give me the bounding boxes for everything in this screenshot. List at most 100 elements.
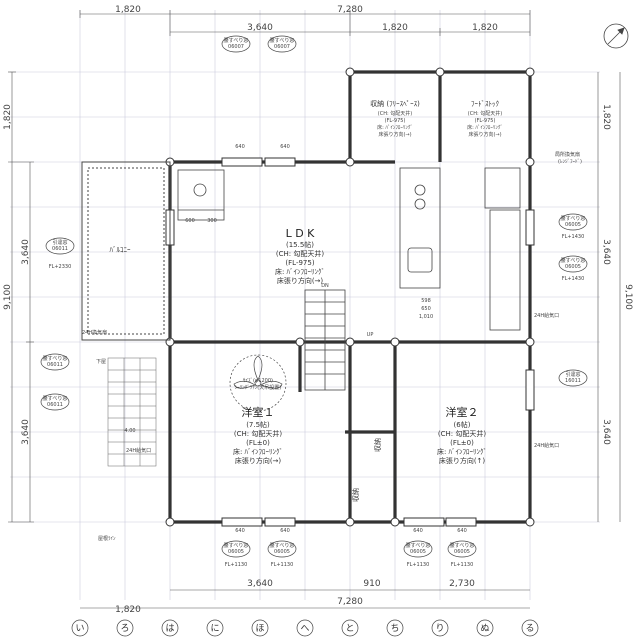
- room-1-dir: 床張り方向(→): [235, 456, 282, 465]
- stairs: [304, 289, 346, 391]
- window-tags: [40, 35, 588, 558]
- room-2-floor: 床: ﾊﾞｲﾝﾌﾛｰﾘﾝｸﾞ: [437, 447, 487, 456]
- tag-11-name: 腰すべり窓: [43, 355, 68, 362]
- dim-top-2: 7,280: [337, 5, 363, 15]
- grid-label-1: い: [75, 624, 84, 634]
- room-1-ceiling: (CH: 勾配天井): [234, 429, 282, 438]
- tag-5-code: 06005: [410, 549, 426, 555]
- tag-11-code: 06011: [47, 362, 63, 368]
- room-balcony-name: ﾊﾞﾙｺﾆｰ: [110, 246, 131, 254]
- dim-bottom-1: 3,640: [247, 579, 273, 589]
- room-1-fl: (FL±0): [246, 439, 270, 447]
- stair-up: UP: [367, 332, 374, 338]
- room-food-stock-name: ﾌｰﾄﾞｽﾄｯｸ: [471, 100, 499, 108]
- room-ldk-name: L D K: [286, 227, 316, 240]
- room-food-stock-ceiling: (CH: 勾配天井): [468, 110, 502, 117]
- dim-top-1: 1,820: [115, 5, 141, 15]
- kitchen-counter: [399, 167, 521, 331]
- room-ldk-fl: (FL-975): [285, 259, 314, 267]
- fl-5: FL+1130: [407, 562, 430, 568]
- dim-win-6: 640: [457, 528, 467, 534]
- room-2-area: (6帖): [454, 420, 471, 429]
- dim-top-5: 1,820: [472, 23, 498, 33]
- dim-right-1: 1,820: [601, 104, 611, 130]
- dim-top-3: 3,640: [247, 23, 273, 33]
- grid-label-6: へ: [300, 624, 309, 634]
- dim-misc-7: 4.00: [124, 428, 135, 434]
- fl-7: FL+1430: [562, 234, 585, 240]
- stair-dn: DN: [321, 283, 329, 289]
- wet-area: [177, 169, 225, 221]
- tag-8-name: 腰すべり窓: [561, 257, 586, 264]
- grid-label-9: り: [435, 623, 444, 634]
- dim-bottom-4: 7,280: [337, 597, 363, 607]
- dim-misc-4: 598: [421, 298, 431, 304]
- tag-4-name: 腰すべり窓: [270, 542, 295, 549]
- room-ldk-floor: 床: ﾊﾞｲﾝﾌﾛｰﾘﾝｸﾞ: [275, 267, 325, 276]
- room-1-area: (7.5帖): [246, 420, 270, 429]
- grid-circles: [71, 619, 539, 637]
- dim-bottom-2: 910: [363, 579, 380, 589]
- tag-1-name: 腰すべり窓: [224, 37, 249, 44]
- room-storage2-name: 収納: [351, 488, 360, 502]
- tag-1-code: 06007: [228, 44, 244, 50]
- dim-win-3: 640: [235, 528, 245, 534]
- down-label: 下屋: [96, 359, 106, 365]
- grid-label-10: ぬ: [480, 623, 489, 634]
- tag-12-code: 06011: [47, 402, 63, 408]
- tag-10-code: 06011: [52, 246, 68, 252]
- room-2-name: 洋室２: [446, 405, 479, 419]
- grid-label-3: は: [165, 623, 174, 634]
- windows: [165, 157, 535, 527]
- fan-label: ｻｲｽﾞ(φ1200): [243, 377, 273, 384]
- room-1-floor: 床: ﾊﾞｲﾝﾌﾛｰﾘﾝｸﾞ: [233, 447, 283, 456]
- dim-misc-2: 300: [207, 218, 217, 224]
- deck-hatch: [107, 357, 157, 467]
- dim-left-2: 3,640: [21, 239, 31, 265]
- dim-win-5: 640: [413, 528, 423, 534]
- tag-3-name: 腰すべり窓: [224, 542, 249, 549]
- grid-label-8: ち: [390, 623, 399, 634]
- room-storage-free-ceiling: (CH: 勾配天井): [378, 110, 412, 117]
- dim-misc-6: 1,010: [419, 314, 433, 320]
- fl-8: FL+1430: [562, 276, 585, 282]
- grid-label-4: に: [210, 623, 219, 634]
- tag-4-code: 06005: [274, 549, 290, 555]
- room-food-stock-floor: 床: ﾊﾞｲﾝﾌﾛｰﾘﾝｸﾞ: [467, 124, 503, 131]
- dim-right-4: 3,640: [601, 419, 611, 445]
- tag-7-code: 06005: [565, 222, 581, 228]
- room-food-stock-fl: (FL-975): [475, 118, 496, 124]
- dim-bottom-5: 1,820: [115, 605, 141, 615]
- dim-top-4: 1,820: [382, 23, 408, 33]
- grid-label-2: ろ: [120, 623, 129, 634]
- room-2-dir: 床張り方向(↑): [439, 456, 486, 465]
- fl-3: FL+1130: [225, 562, 248, 568]
- grid-label-11: る: [525, 623, 534, 634]
- room-storage-free-fl: (FL-975): [385, 118, 406, 124]
- dim-misc-1: 600: [185, 218, 195, 224]
- tag-6-name: 腰すべり窓: [450, 542, 475, 549]
- tag-9-code: 16011: [565, 378, 581, 384]
- supply-24-right-2: 24H給気口: [534, 442, 559, 449]
- dim-left-4: 3,640: [21, 419, 31, 445]
- balcony: [81, 161, 171, 341]
- exhaust-local-sub: (ﾚﾝｼﾞﾌｰﾄﾞ): [558, 158, 582, 165]
- eaves-label: 屋根ﾗｲﾝ: [98, 535, 116, 542]
- tag-12-name: 腰すべり窓: [43, 395, 68, 402]
- room-storage-free-floor: 床: ﾊﾞｲﾝﾌﾛｰﾘﾝｸﾞ: [377, 124, 413, 131]
- supply-24-left: 24H給気口: [126, 447, 151, 454]
- fan-sub: ｼｰﾘﾝｸﾞﾌｧﾝ(天吊設置): [235, 384, 281, 391]
- dim-win-4: 640: [280, 528, 290, 534]
- room-storage-free-dir: 床張り方向(→): [378, 131, 411, 138]
- room-ldk-dir: 床張り方向(→): [277, 276, 324, 285]
- dim-left-1: 1,820: [3, 104, 13, 130]
- dim-win-1: 640: [235, 144, 245, 150]
- room-storage1-name: 収納: [373, 438, 382, 452]
- tag-7-name: 腰すべり窓: [561, 215, 586, 222]
- dimension-lines: [8, 10, 621, 609]
- room-1-name: 洋室１: [242, 405, 275, 419]
- dim-right-3: 9,100: [623, 284, 633, 310]
- room-2-fl: (FL±0): [450, 439, 474, 447]
- ceiling-fan: [229, 354, 287, 412]
